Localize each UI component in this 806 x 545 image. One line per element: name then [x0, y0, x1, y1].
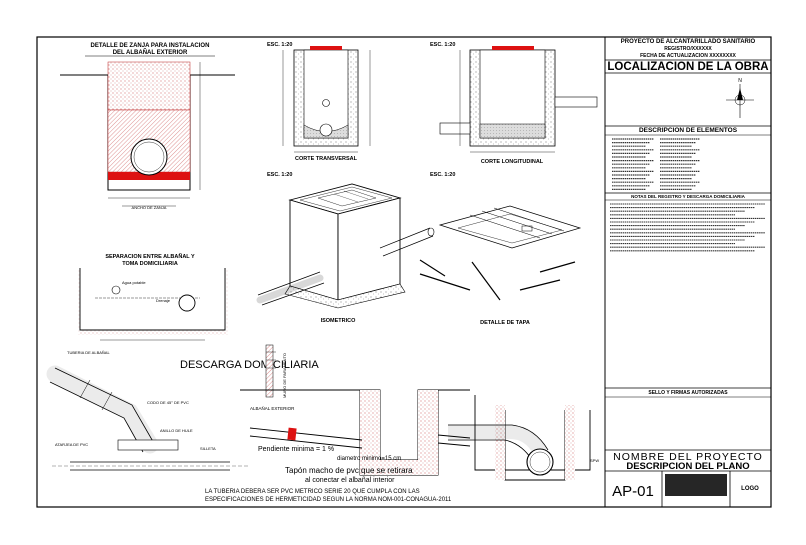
- svg-text:ANCHO DE ZANJA: ANCHO DE ZANJA: [132, 205, 167, 210]
- drenaje-label: Drenaje: [156, 298, 171, 303]
- sheet-border: [36, 36, 772, 508]
- descarga-isometric: TUBERIA DE ALBAÑAL CODO DE 45° DE PVC AN…: [46, 350, 319, 471]
- corte-longitudinal: ESC. 1:20 CORTE LONGITUDINAL: [430, 42, 598, 165]
- detalle-tapa-title: DETALLE DE TAPA: [480, 320, 530, 326]
- isometrico-title: ISOMETRICO: [321, 318, 357, 324]
- separacion-title: SEPARACION ENTRE ALBAÑAL Y: [105, 253, 195, 260]
- separacion-detail: SEPARACION ENTRE ALBAÑAL Y TOMA DOMICILI…: [78, 253, 228, 341]
- separacion-subtitle: TOMA DOMICILIARIA: [122, 261, 178, 267]
- nota-line-2: ESPECIFICACIONES DE HERMETICIDAD SEGUN L…: [205, 497, 452, 503]
- title-block-fill: [665, 474, 727, 496]
- tuberia-albanal-label: TUBERIA DE ALBAÑAL: [67, 350, 110, 355]
- corte-transversal-title: CORTE TRANSVERSAL: [295, 156, 358, 162]
- atarjea-label: ATARJEA DE PVC: [55, 442, 88, 447]
- description-list: [612, 138, 700, 190]
- descripcion-header: DESCRIPCION DE ELEMENTOS: [639, 127, 738, 134]
- title-block: PROYECTO DE ALCANTARILLADO SANITARIO REG…: [605, 39, 771, 507]
- plantilla-fill: [108, 172, 190, 180]
- zanja-subtitle: DEL ALBAÑAL EXTERIOR: [113, 49, 188, 56]
- logo-text: LOGO: [741, 486, 759, 492]
- esc-3: ESC. 1:20: [267, 172, 292, 178]
- project-title: PROYECTO DE ALCANTARILLADO SANITARIO: [621, 39, 756, 45]
- sello-header: SELLO Y FIRMAS AUTORIZADAS: [648, 390, 728, 396]
- anillo-hule-label: ANILLO DE HULE: [160, 428, 193, 433]
- silleta-label: SILLETA: [200, 446, 216, 451]
- zanja-detail: DETALLE DE ZANJA PARA INSTALACION DEL AL…: [60, 43, 235, 210]
- agua-potable-label: Agua potable: [122, 280, 146, 285]
- muro-label: MURO DE PARAMENTO: [282, 353, 287, 398]
- nota-line-1: LA TUBERIA DEBERA SER PVC METRICO SERIE …: [205, 489, 420, 495]
- fecha-text: FECHA DE ACTUALIZACION XXXXXXXX: [640, 53, 736, 59]
- svg-text:SPW: SPW: [590, 458, 599, 463]
- detalle-tapa: ESC. 1:20 DETALLE DE TAPA: [419, 172, 582, 326]
- registro-text: REGISTRO/XXXXXX: [664, 46, 712, 52]
- esc-4: ESC. 1:20: [430, 172, 455, 178]
- isometrico: ESC. 1:20 ISOMETRICO: [256, 172, 435, 324]
- pendiente-label: Pendiente minima = 1 %: [258, 446, 334, 453]
- albanal-exterior-label: ALBAÑAL EXTERIOR: [250, 405, 295, 411]
- esc-1: ESC. 1:20: [267, 42, 292, 48]
- diametro-label: diametro minimo=15 cm: [337, 456, 401, 462]
- tapon-label-1: Tapón macho de pvc que se retirara: [285, 466, 413, 475]
- sheet-code: AP-01: [612, 483, 654, 500]
- esc-2: ESC. 1:20: [430, 42, 455, 48]
- codo-pvc-label: CODO DE 45° DE PVC: [147, 400, 189, 405]
- corte-transversal: ESC. 1:20 CORTE TRANSVERSAL: [267, 42, 371, 162]
- notes-list: [610, 203, 765, 252]
- descripcion-plano: DESCRIPCION DEL PLANO: [626, 461, 749, 472]
- nombre-proyecto: NOMBRE DEL PROYECTO: [613, 451, 763, 463]
- zanja-title: DETALLE DE ZANJA PARA INSTALACION: [91, 43, 210, 49]
- descarga-title: DESCARGA DOMICILIARIA: [180, 359, 319, 371]
- localizacion-title: LOCALIZACION DE LA OBRA: [607, 61, 768, 73]
- tapon-label-2: al conectar el albañal interior: [305, 477, 395, 484]
- north-arrow-icon: N: [726, 78, 754, 118]
- descarga-profile: MURO DE PARAMENTO ALBAÑAL EXTERIOR Pendi…: [205, 344, 471, 503]
- north-label: N: [738, 78, 742, 84]
- descarga-connection: SPW: [448, 395, 599, 481]
- notas-header: NOTAS DEL REGISTRO Y DESCARGA DOMICILIAR…: [631, 194, 746, 199]
- corte-longitudinal-title: CORTE LONGITUDINAL: [481, 159, 544, 165]
